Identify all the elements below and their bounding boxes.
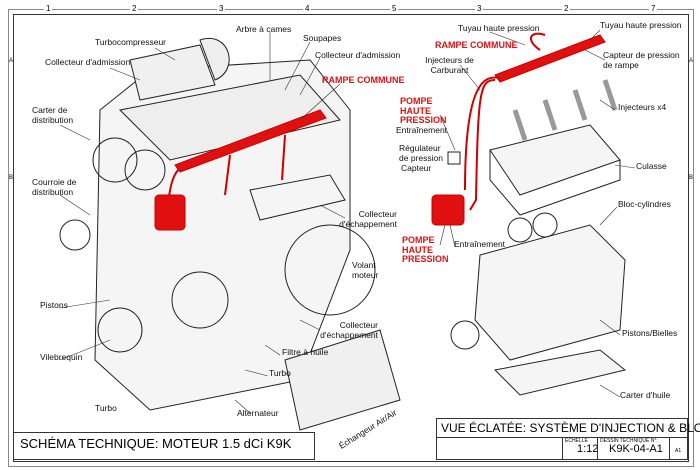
grid-col: 1: [44, 4, 53, 13]
grid-col: 5: [390, 4, 399, 13]
label-entrainement: Entraînement: [396, 125, 448, 135]
label-vilebrequin: Vilebrequin: [40, 352, 83, 362]
leader-lines: [59, 29, 636, 414]
label-pompe-haute-pression: POMPE HAUTE PRESSION: [400, 96, 447, 125]
label-rampe-commune: RAMPE COMMUNE: [322, 75, 405, 85]
label-volant-moteur: Volant moteur: [352, 260, 379, 280]
label-turbocompresseur: Turbocompresseur: [95, 37, 167, 47]
grid-col: 7: [649, 4, 658, 13]
scale-label: ECHELLE: [565, 438, 588, 444]
engine-block-left: [59, 37, 401, 431]
title-block-left: SCHÉMA TECHNIQUE: MOTEUR 1.5 dCi K9K: [13, 432, 315, 460]
label-alternateur: Alternateur: [237, 408, 279, 418]
divider: [562, 437, 563, 459]
label-capteur-pression-rampe: Capteur de pression de rampe: [603, 50, 680, 70]
label-soupapes: Soupapes: [303, 33, 342, 43]
label-entrainement: Entraînement: [454, 239, 506, 249]
title-left: SCHÉMA TECHNIQUE: MOTEUR 1.5 dCi K9K: [20, 436, 292, 451]
label-collecteur-echappement: Collecteur d'échappement: [339, 209, 397, 229]
drawing-frame: [13, 14, 689, 462]
grid-col: 3: [475, 4, 484, 13]
scale-value: 1:12: [577, 443, 599, 455]
grid-col: 2: [130, 4, 139, 13]
label-arbre-a-cames: Arbre à cames: [236, 24, 292, 34]
label-rampe-commune: RAMPE COMMUNE: [435, 40, 518, 50]
title-right: VUE ÉCLATÉE: SYSTÈME D'INJECTION & BLOC: [437, 419, 700, 438]
label-bloc-cylindres: Bloc-cylindres: [618, 199, 671, 209]
label-capteur: Capteur: [401, 163, 432, 173]
grid-row: B: [9, 175, 14, 181]
label-carter-huile: Carter d'huile: [620, 390, 671, 400]
grid-row: B: [689, 175, 694, 181]
label-regulateur-pression: Régulateur de pression: [399, 143, 443, 163]
divider: [669, 437, 670, 459]
common-rail-left: [154, 109, 327, 231]
label-courroie-distribution: Courroie de distribution: [32, 177, 77, 197]
common-rail-right: [431, 32, 606, 226]
label-collecteur-admission: Collecteur d'admission: [315, 50, 401, 60]
drawing-number-label: DESSIN TECHNIQUE N°:: [600, 438, 658, 444]
label-turbo: Turbo: [269, 368, 291, 378]
label-culasse: Culasse: [636, 161, 667, 171]
grid-row: A: [689, 58, 694, 64]
label-collecteur-echappement: Collecteur d'échappement: [320, 320, 378, 340]
exploded-view-right: [447, 79, 627, 396]
label-filtre-huile: Filtre à huile: [282, 347, 329, 357]
label-pompe-haute-pression: POMPE HAUTE PRESSION: [402, 235, 449, 264]
label-tuyau-haute-pression: Tuyau haute pression: [458, 23, 540, 33]
grid-col: 3: [217, 4, 226, 13]
label-tuyau-haute-pression: Tuyau haute pression: [600, 20, 682, 30]
outer-border: [8, 9, 694, 467]
label-carter-distribution: Carter de distribution: [32, 105, 74, 125]
label-pistons-bielles: Pistons/Bielles: [622, 328, 678, 338]
sheet-size: A1: [675, 448, 682, 454]
label-turbo: Turbo: [95, 403, 117, 413]
title-block-right: VUE ÉCLATÉE: SYSTÈME D'INJECTION & BLOC …: [436, 418, 700, 460]
grid-row: A: [9, 58, 14, 64]
label-collecteur-admission: Collecteur d'admission: [45, 57, 131, 67]
divider: [597, 437, 598, 459]
drawing-number: K9K-04-A1: [609, 443, 663, 455]
label-injecteurs-carburant: Injecteurs de Carburant: [425, 55, 474, 75]
label-pistons: Pistons: [40, 300, 68, 310]
grid-col: 4: [303, 4, 312, 13]
label-injecteurs-x4: Injecteurs x4: [618, 102, 667, 112]
grid-col: 2: [562, 4, 571, 13]
